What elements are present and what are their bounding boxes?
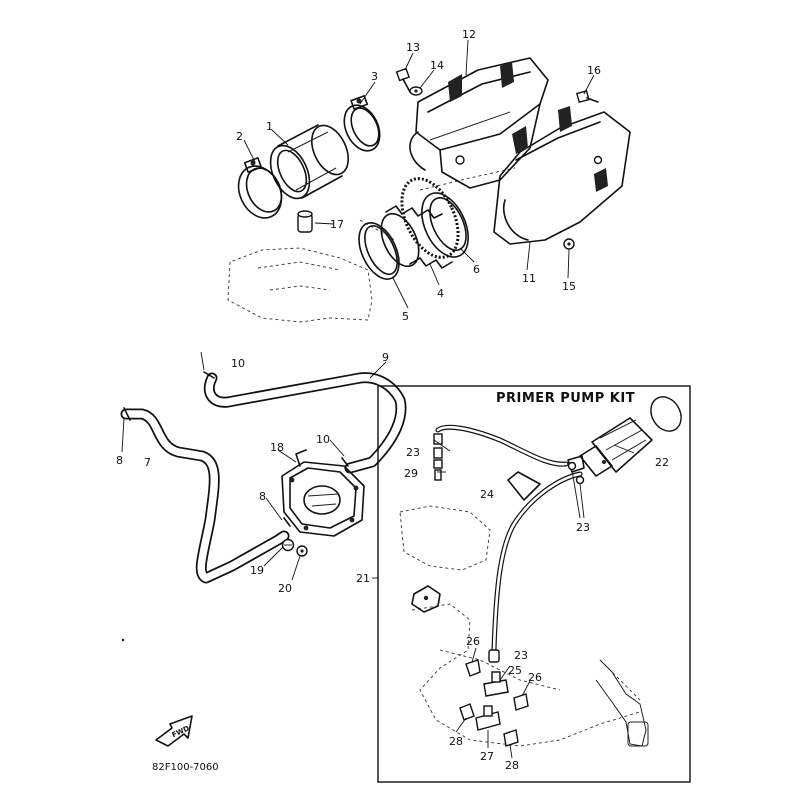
part-26-joint-left <box>465 659 481 677</box>
callout-8-left: 8 <box>116 454 123 467</box>
callout-1: 1 <box>266 120 273 133</box>
callout-27: 27 <box>480 750 494 763</box>
part-10-clip-top <box>203 371 215 379</box>
part-20-washer <box>296 545 308 557</box>
part-22-primer-pump <box>567 396 682 477</box>
engine-outline-upper <box>227 247 373 323</box>
part-7-fuel-hose <box>120 408 290 584</box>
part-12-silencer-case <box>409 57 549 189</box>
callout-26-right: 26 <box>528 671 542 684</box>
front-arrow: FWD <box>155 715 193 747</box>
part-23-fitting-lower <box>488 649 500 663</box>
callout-18: 18 <box>270 441 284 454</box>
callout-28-right: 28 <box>505 759 519 772</box>
part-28-joint-left <box>459 703 475 721</box>
part-9-fuel-hose <box>203 372 407 474</box>
callout-16: 16 <box>587 64 601 77</box>
callout-5: 5 <box>402 310 409 323</box>
callout-4: 4 <box>437 287 444 300</box>
part-15-nut <box>563 238 575 250</box>
primer-mount-fitting <box>411 585 441 613</box>
part-14-washer <box>409 86 423 96</box>
callout-17: 17 <box>330 218 344 231</box>
part-1-rubber-joint <box>269 124 349 200</box>
primer-kit-frame <box>377 385 691 783</box>
leader-lines <box>121 39 635 759</box>
callout-2: 2 <box>236 130 243 143</box>
part-28-joint-right <box>503 729 519 747</box>
callout-8-pump: 8 <box>259 490 266 503</box>
primer-bracket-outline <box>595 659 647 747</box>
part-29-check-valve <box>433 447 443 481</box>
callout-28-left: 28 <box>449 735 463 748</box>
part-23-fitting-top <box>433 433 443 445</box>
callout-25: 25 <box>508 664 522 677</box>
part-25-tee-joint <box>483 671 509 697</box>
callout-24: 24 <box>480 488 494 501</box>
callout-15: 15 <box>562 280 576 293</box>
part-18-fuel-pump <box>281 449 365 537</box>
callout-7: 7 <box>144 456 151 469</box>
callout-labels: 1 2 3 4 5 6 7 8 8 9 10 10 11 12 13 14 15… <box>116 28 669 772</box>
part-5-o-ring <box>358 222 400 280</box>
engine-outline-kit <box>399 505 641 747</box>
fuel-pump-assembly <box>120 371 407 584</box>
part-23-fittings-pump <box>567 461 585 485</box>
callout-22: 22 <box>655 456 669 469</box>
part-2-hose-clamp <box>237 157 283 219</box>
primer-pump-kit: PRIMER PUMP KIT <box>377 385 691 783</box>
callout-3: 3 <box>371 70 378 83</box>
callout-26-left: 26 <box>466 635 480 648</box>
part-17-damper <box>297 210 313 233</box>
part-8-clip-pump <box>283 517 291 527</box>
air-silencer-assembly <box>227 57 631 323</box>
callout-9: 9 <box>382 351 389 364</box>
part-16-bolt <box>576 90 599 104</box>
callout-23-pump: 23 <box>576 521 590 534</box>
part-27-tee-joint <box>475 705 501 731</box>
callout-29: 29 <box>404 467 418 480</box>
callout-23-lower: 23 <box>514 649 528 662</box>
part-24-primer-tube <box>435 424 583 653</box>
part-8-clip-left <box>123 407 131 421</box>
part-26-joint-right <box>513 693 529 711</box>
callout-10-right: 10 <box>316 433 330 446</box>
diagram-code: 82F100-7060 <box>152 762 219 773</box>
part-4-bellows-joint <box>380 192 469 269</box>
callout-21: 21 <box>356 572 370 585</box>
part-6-gasket <box>400 177 460 259</box>
callout-12: 12 <box>462 28 476 41</box>
callout-13: 13 <box>406 41 420 54</box>
part-13-bolt <box>395 67 411 93</box>
part-10-clip-right <box>341 457 349 467</box>
callout-6: 6 <box>473 263 480 276</box>
primer-kit-title: PRIMER PUMP KIT <box>496 391 635 406</box>
part-3-hose-clamp <box>343 95 381 152</box>
callout-11: 11 <box>522 272 536 285</box>
callout-10-top: 10 <box>231 357 245 370</box>
callout-23-top: 23 <box>406 446 420 459</box>
part-19-screw <box>281 538 295 552</box>
part-11-silencer-cover <box>493 106 631 245</box>
callout-20: 20 <box>278 582 292 595</box>
callout-19: 19 <box>250 564 264 577</box>
callout-14: 14 <box>430 59 444 72</box>
